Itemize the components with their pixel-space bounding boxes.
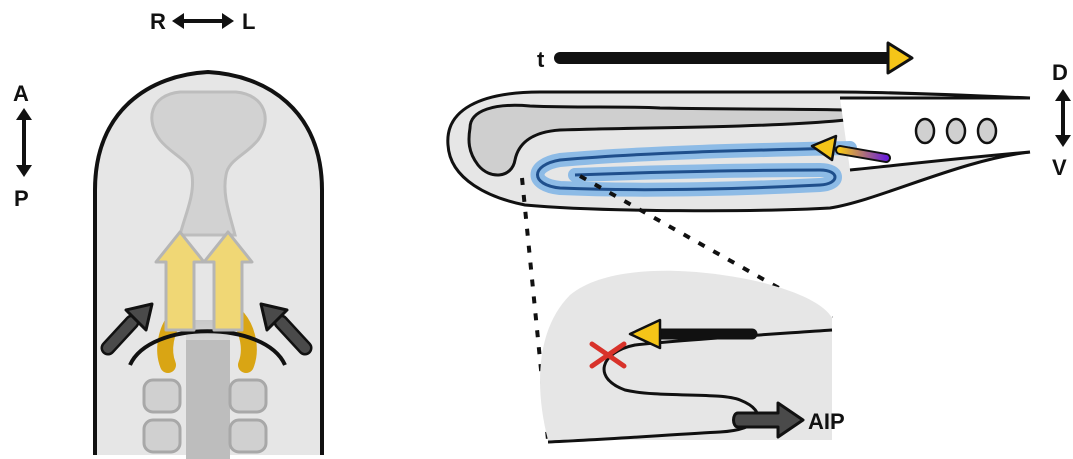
right-left-axis: R L: [150, 9, 255, 34]
zoom-inset: AIP: [540, 271, 845, 442]
somite: [230, 380, 266, 412]
axis-anterior-label: A: [13, 81, 29, 106]
double-arrow-icon: [172, 13, 234, 29]
somite-circle: [916, 119, 934, 143]
axis-right-label: R: [150, 9, 166, 34]
somite: [144, 420, 180, 452]
axis-posterior-label: P: [14, 186, 29, 211]
somite-circle: [947, 119, 965, 143]
embryo-dorsal-view: [95, 72, 322, 459]
anterior-posterior-axis: A P: [13, 81, 32, 211]
axis-dorsal-label: D: [1052, 60, 1068, 85]
time-label: t: [537, 47, 545, 72]
axis-ventral-label: V: [1052, 155, 1067, 180]
dorsal-ventral-axis: D V: [1052, 60, 1071, 180]
notochord-midline: [186, 320, 230, 459]
aip-label: AIP: [808, 409, 845, 434]
somite-circle: [978, 119, 996, 143]
embryo-lateral-view: [448, 92, 1030, 211]
time-arrow: t: [537, 43, 912, 73]
somite: [230, 420, 266, 452]
double-arrow-icon: [16, 108, 32, 177]
axis-left-label: L: [242, 9, 255, 34]
somite: [144, 380, 180, 412]
double-arrow-icon: [1055, 89, 1071, 147]
